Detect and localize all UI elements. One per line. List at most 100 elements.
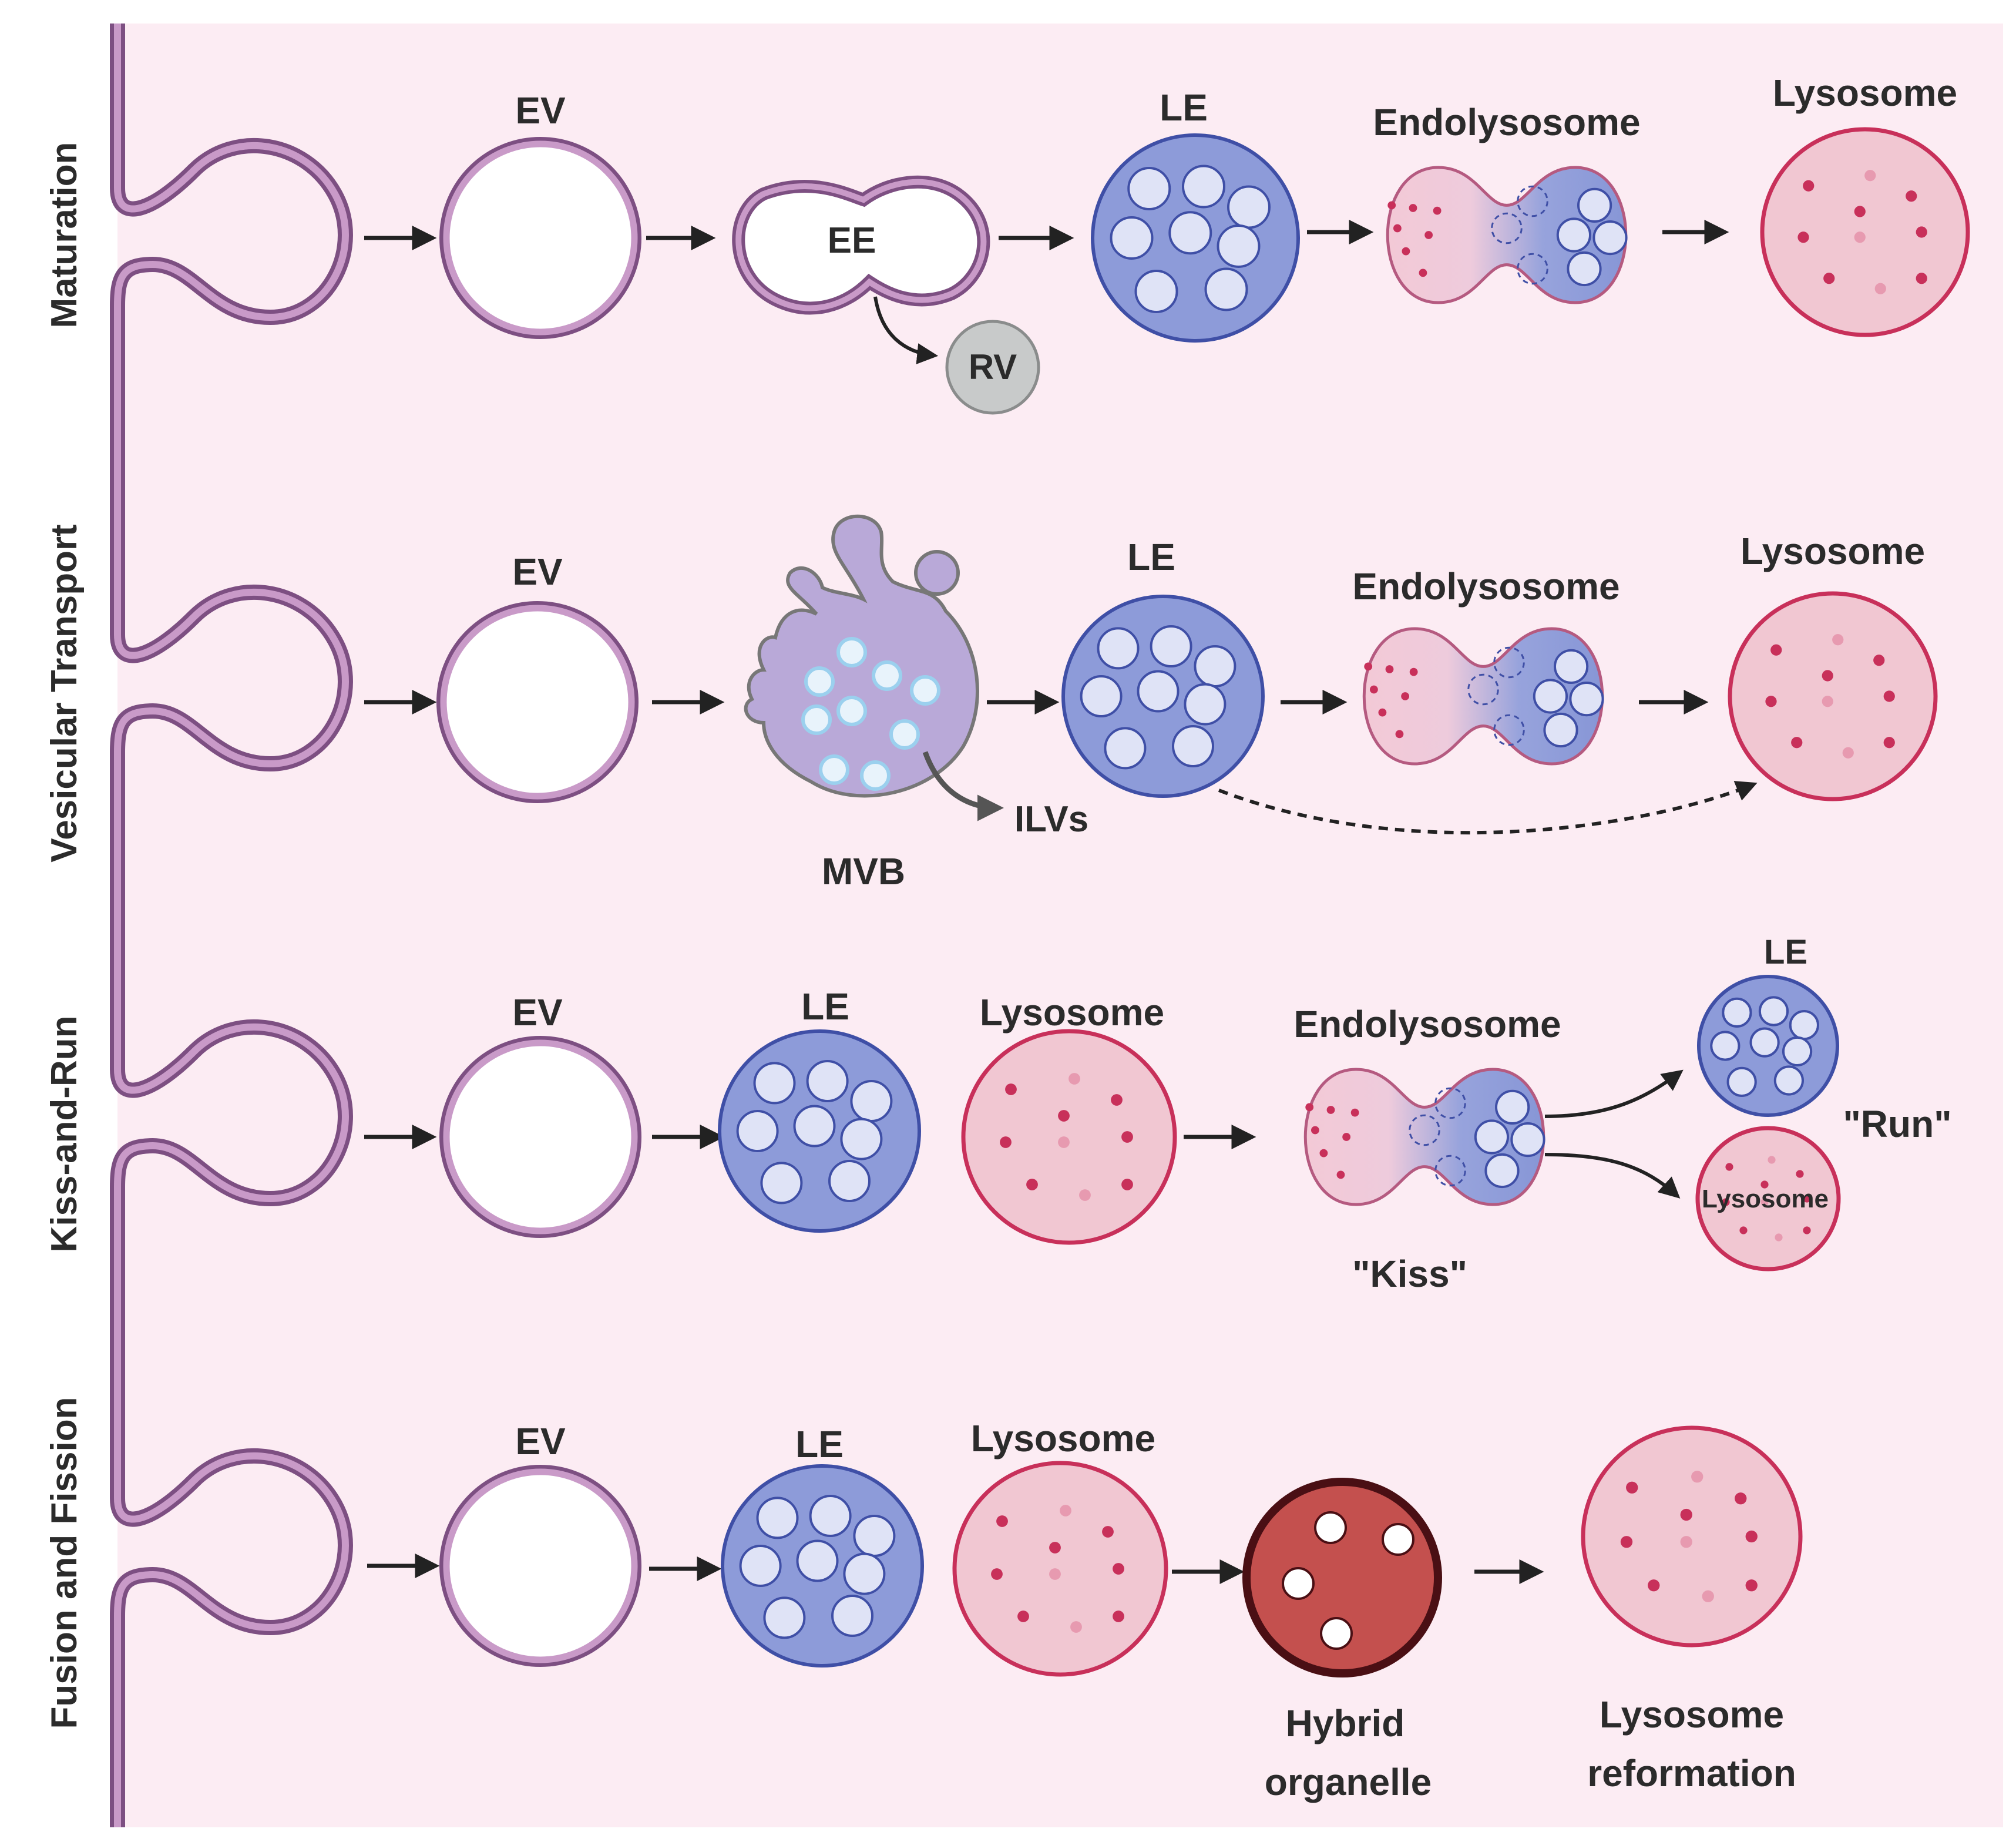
row-title-fusion-and-fission: Fusion and Fission [44,1397,85,1729]
intraluminal-vesicle [760,1162,803,1204]
hydrolase-dot [1111,1094,1123,1106]
intraluminal-vesicle [1554,649,1589,685]
intraluminal-vesicle [756,1497,799,1539]
intraluminal-vesicle [739,1545,782,1587]
row-maturation: EV EE RV LE Endolysosome Lysosome [515,72,1957,387]
hydrolase-dot [1626,1481,1638,1494]
lysosome-body [961,1029,1177,1245]
hydrolase-dot [1791,737,1803,749]
arrow-to-ilvs [922,751,1004,821]
hydrolase-dot [1823,273,1835,284]
fused-vesicle-outline [1491,212,1523,244]
hydrolase-dot [1691,1471,1703,1483]
lysosome-body [1581,1425,1803,1648]
intraluminal-vesicle [793,1105,836,1148]
endolysosome-body [1362,627,1604,766]
intraluminal-vesicle [1789,1010,1819,1041]
hydrolase-dot [1864,170,1876,182]
vesicle-inclusion [1320,1617,1353,1650]
hydrolase-dot [1803,1195,1811,1203]
intraluminal-vesicle [1172,725,1214,767]
hydrolase-dot [1000,1136,1012,1148]
multivesicular-body [744,514,979,798]
hydrolase-dot [1026,1179,1038,1190]
intraluminal-vesicle [1710,1031,1741,1061]
hydrolase-dot [1803,180,1815,192]
lysosome [961,1029,1177,1245]
intraluminal-vesicle [753,1062,796,1105]
intraluminal-vesicle [1474,1119,1509,1155]
intraluminal-vesicle [763,1596,806,1639]
vesicle-inclusion [1382,1523,1414,1556]
hydrolase-dot [1387,201,1396,210]
hydrolase-dot [1765,696,1777,707]
vesicle-inclusion [1282,1567,1315,1600]
late-endosome [1061,595,1265,798]
label-kiss: "Kiss" [1352,1253,1467,1295]
intraluminal-vesicle [1749,1027,1780,1058]
hydrolase-dot [1916,273,1927,284]
hydrolase-dot [1620,1536,1633,1548]
intraluminal-vesicle [828,1160,871,1202]
hydrolase-dot [1395,730,1404,739]
fused-vesicle-outline [1493,646,1525,679]
hydrolase-dot [1326,1106,1335,1114]
row-title-kiss-and-run: Kiss-and-Run [44,1016,85,1253]
label-endolysosome: Endolysosome [1293,1003,1561,1045]
hydrolase-dot [1822,670,1833,682]
hydrolase-dot [1760,1180,1769,1189]
intraluminal-vesicle [1722,997,1752,1028]
hydrolase-dot [1102,1526,1114,1538]
intraluminal-vesicle [819,754,849,785]
hydrolase-dot [1916,226,1927,238]
intraluminal-vesicle [860,760,891,791]
hydrolase-dot [996,1515,1008,1527]
label-reformation-line2: reformation [1587,1752,1796,1794]
early-endosome-membrane [735,179,987,311]
fused-vesicle-outline [1409,1114,1440,1146]
intraluminal-vesicle [1569,682,1604,717]
intraluminal-vesicle [1782,1036,1813,1067]
lysosome-body [1728,591,1938,801]
intraluminal-vesicle [1543,712,1578,748]
hydrolase-dot [1424,231,1433,239]
intraluminal-vesicle [850,1080,893,1122]
label-ee: EE [828,220,876,261]
early-vesicle-membrane [443,140,638,335]
hydrolase-dot [1336,1170,1345,1179]
intraluminal-vesicle [1110,216,1154,260]
label-ev: EV [515,1420,566,1462]
lysosome-body [952,1461,1168,1677]
hydrolase-dot [1121,1131,1133,1143]
label-endolysosome: Endolysosome [1373,101,1640,143]
row-kiss-and-run: EV LE Lysosome Endolysosome "Kiss" LE "R… [512,933,1951,1295]
hydrolase-dot [1069,1073,1080,1085]
hydrolase-dot [1842,747,1854,759]
lysosome [1728,591,1938,801]
hydrolase-dot [1369,685,1378,694]
hydrolase-dot [1739,1226,1748,1234]
vesicle-inclusion [1314,1511,1347,1544]
lysosome-body [1760,127,1970,337]
hydrolase-dot [1648,1579,1660,1592]
arrow-to-recycling-vesicle [873,296,939,365]
hydrolase-dot [1745,1579,1758,1592]
intraluminal-vesicle [1495,1089,1530,1125]
endolysosome [1303,1068,1545,1206]
hydrolase-dot [1393,224,1402,233]
hydrolase-dot [1060,1505,1071,1516]
intraluminal-vesicle [836,637,867,667]
intraluminal-vesicle [806,1060,849,1102]
intraluminal-vesicle [1773,1065,1804,1096]
arrow-to-run-lysosome [1544,1153,1681,1199]
fused-vesicle-outline [1493,714,1525,746]
lysosome [1760,127,1970,337]
intraluminal-vesicle [1592,220,1628,256]
intraluminal-vesicle [804,666,835,697]
intraluminal-vesicle [809,1495,852,1537]
intraluminal-vesicle [1556,217,1591,253]
lysosome [1581,1425,1803,1648]
intraluminal-vesicle [736,1110,779,1152]
dashed-arrow-le-to-lysosome [1218,781,1758,835]
hydrolase-dot [1419,269,1427,277]
